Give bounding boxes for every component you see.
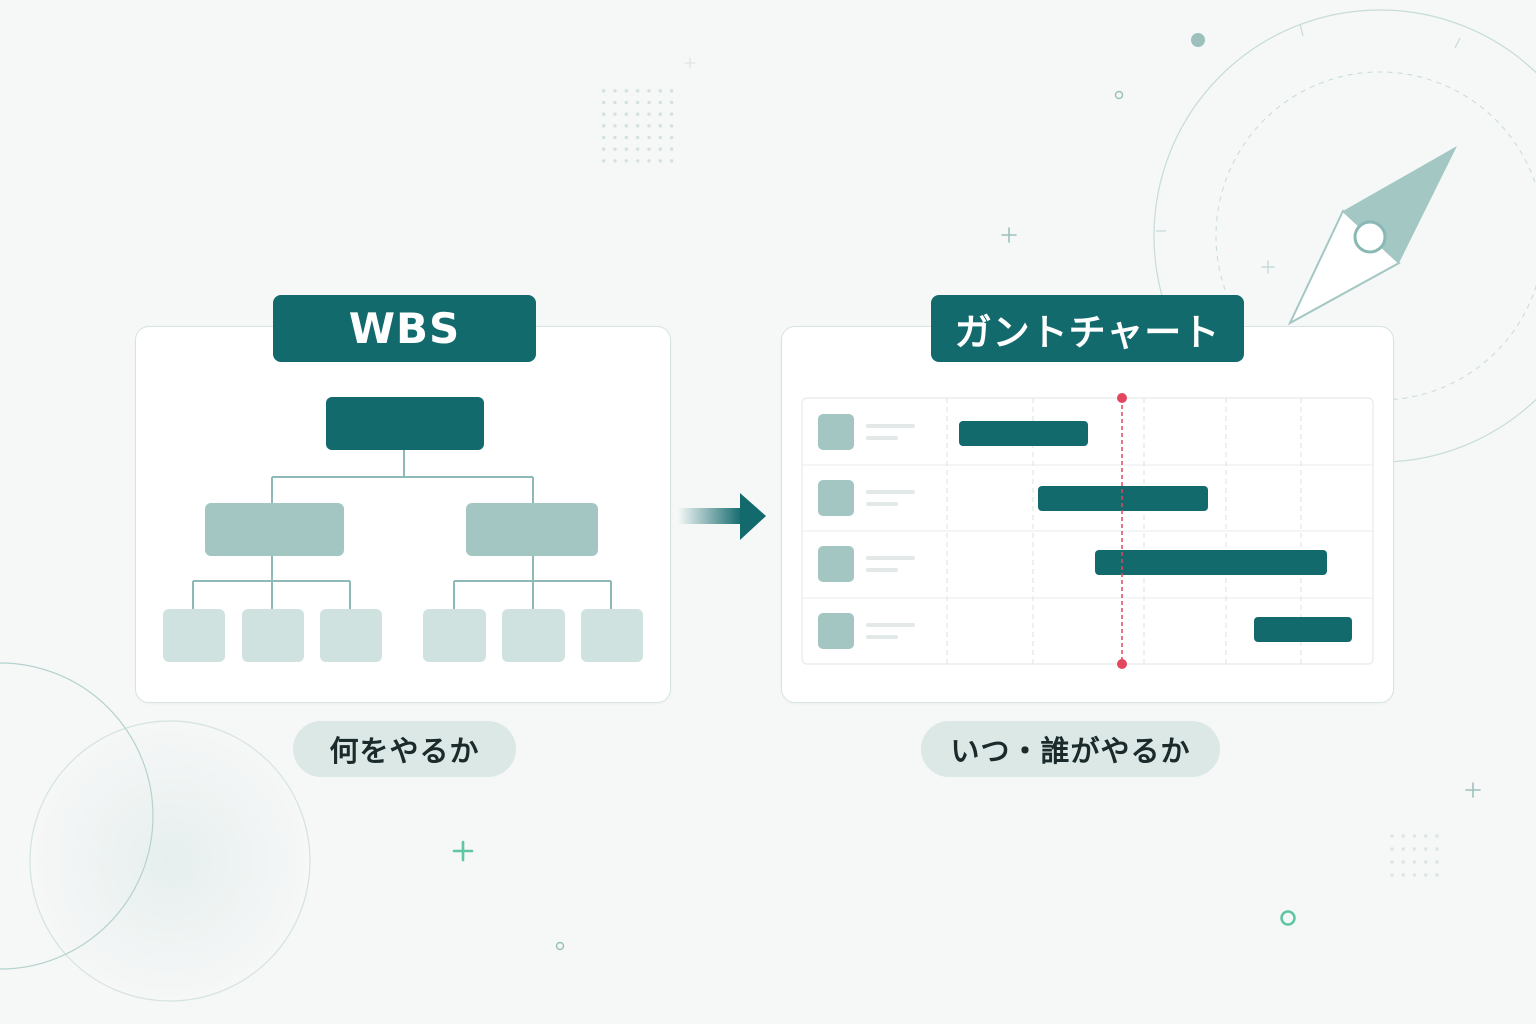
- gantt-row-label-line: [866, 424, 915, 428]
- small-ring: [1114, 90, 1124, 100]
- plus-icon: [1261, 260, 1275, 274]
- soft-glow-circle: [29, 720, 311, 1002]
- compass-needle-icon: [1287, 146, 1457, 326]
- gantt-row-icon: [818, 414, 854, 450]
- wbs-root-node: [326, 397, 484, 450]
- plus-icon: [1465, 782, 1481, 798]
- gantt-row-icon: [818, 613, 854, 649]
- gantt-title-badge: ガントチャート: [931, 295, 1244, 362]
- gantt-row-icon: [818, 480, 854, 516]
- plus-icon: [1001, 227, 1017, 243]
- gantt-row-icon: [818, 546, 854, 582]
- dot-grid-top: [598, 85, 678, 167]
- gantt-row-label-line: [866, 568, 898, 572]
- wbs-title-badge: WBS: [273, 295, 536, 362]
- gantt-row-label-line: [866, 490, 915, 494]
- compass-tick: [1454, 37, 1461, 49]
- gantt-bar: [1095, 550, 1327, 575]
- small-ring: [555, 941, 565, 951]
- plus-icon: [684, 57, 696, 69]
- gantt-caption: いつ・誰がやるか: [921, 721, 1220, 777]
- wbs-caption: 何をやるか: [293, 721, 516, 777]
- wbs-leaf-node: [242, 609, 304, 662]
- gantt-bar: [959, 421, 1088, 446]
- green-ring: [1280, 910, 1296, 926]
- wbs-leaf-node: [163, 609, 225, 662]
- gantt-row-label-line: [866, 635, 898, 639]
- gantt-bar: [1254, 617, 1352, 642]
- compass-tick: [1299, 23, 1304, 37]
- gantt-row-label-line: [866, 556, 915, 560]
- gantt-row-label-line: [866, 623, 915, 627]
- wbs-branch-node-right: [466, 503, 598, 556]
- outline-circle-bottom-left: [0, 662, 154, 970]
- gantt-row-label-line: [866, 436, 898, 440]
- dot-grid-bottom-right: [1386, 830, 1443, 882]
- green-plus-icon: [452, 840, 474, 862]
- compass-dashed-ring: [1215, 71, 1536, 401]
- wbs-branch-node-left: [205, 503, 344, 556]
- gantt-row-label-line: [866, 502, 898, 506]
- wbs-leaf-node: [502, 609, 565, 662]
- wbs-leaf-node: [320, 609, 382, 662]
- gantt-bar: [1038, 486, 1208, 511]
- filled-dot: [1191, 33, 1205, 47]
- wbs-leaf-node: [423, 609, 486, 662]
- wbs-leaf-node: [581, 609, 643, 662]
